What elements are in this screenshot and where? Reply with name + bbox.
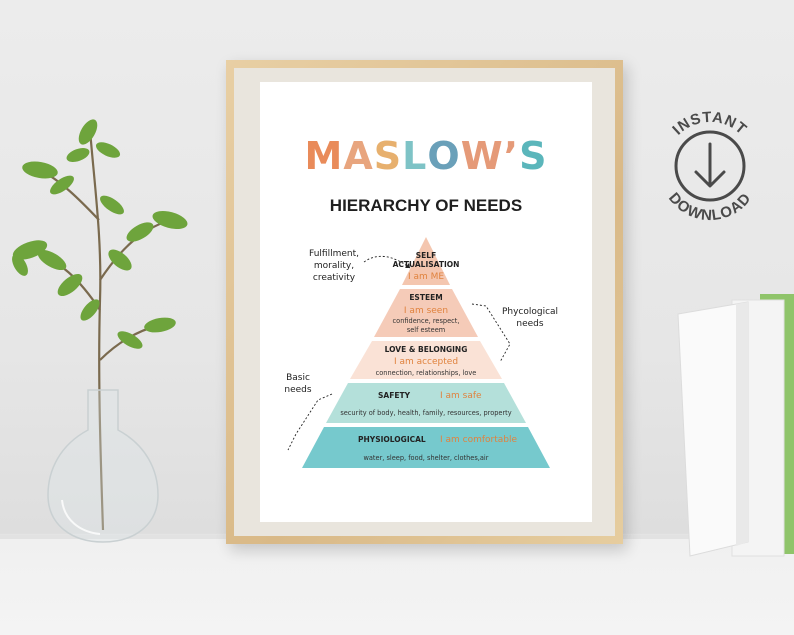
title-letter: S bbox=[373, 134, 403, 178]
pyramid-tier-esteem bbox=[374, 289, 478, 337]
title-letter: L bbox=[402, 134, 428, 178]
badge-top-text: INSTANT bbox=[669, 109, 750, 139]
poster-title: MASLOW’S bbox=[260, 134, 592, 178]
pyramid-diagram: SELF ACTUALISATION I am ME ESTEEM I am s… bbox=[284, 237, 558, 468]
level-name-physiological: PHYSIOLOGICAL bbox=[358, 435, 426, 444]
picture-frame: MASLOW’S HIERARCHY OF NEEDS SELF ACTUALI… bbox=[226, 60, 623, 544]
title-letter: W bbox=[460, 134, 504, 178]
level-affirmation-love-belonging: I am accepted bbox=[394, 357, 458, 367]
title-letter: O bbox=[427, 134, 461, 178]
pyramid-tier-love-belonging bbox=[350, 341, 502, 379]
level-name-esteem: ESTEEM bbox=[409, 293, 442, 302]
annotation-arrow-fulfillment bbox=[363, 255, 411, 269]
instant-download-badge: INSTANT DOWNLOAD bbox=[665, 109, 755, 225]
level-desc-love-belonging: connection, relationships, love bbox=[376, 369, 477, 377]
plant-in-vase bbox=[12, 119, 188, 543]
pyramid-tier-safety bbox=[326, 383, 526, 423]
annotation-fulfillment-3: creativity bbox=[313, 273, 356, 283]
pyramid-tier-physiological bbox=[302, 427, 550, 468]
annotation-psychological-1: Phycological bbox=[502, 307, 558, 317]
level-name-self-actualisation-2: ACTUALISATION bbox=[393, 260, 460, 269]
title-letter: ’ bbox=[503, 134, 520, 178]
badge-bottom-text: DOWNLOAD bbox=[665, 190, 755, 225]
level-affirmation-safety: I am safe bbox=[440, 391, 482, 401]
books bbox=[677, 294, 794, 557]
annotation-basic-1: Basic bbox=[286, 373, 310, 383]
level-desc-safety: security of body, health, family, resour… bbox=[340, 409, 511, 417]
level-desc-esteem-2: self esteem bbox=[407, 326, 445, 334]
level-affirmation-esteem: I am seen bbox=[404, 306, 448, 316]
badge-circle bbox=[674, 130, 746, 202]
level-affirmation-self-actualisation: I am ME bbox=[408, 272, 444, 282]
pyramid-tier-self-actualisation bbox=[402, 237, 450, 285]
annotation-fulfillment-1: Fulfillment, bbox=[309, 249, 359, 259]
frame-mat: MASLOW’S HIERARCHY OF NEEDS SELF ACTUALI… bbox=[234, 68, 615, 536]
download-arrow-icon bbox=[694, 142, 726, 188]
maslow-poster: MASLOW’S HIERARCHY OF NEEDS SELF ACTUALI… bbox=[260, 82, 592, 522]
level-desc-esteem-1: confidence, respect, bbox=[393, 317, 460, 325]
poster-subtitle: HIERARCHY OF NEEDS bbox=[329, 196, 523, 215]
level-affirmation-physiological: I am comfortable bbox=[440, 435, 518, 445]
book-spine-shadow bbox=[736, 302, 748, 546]
annotation-bracket-psychological bbox=[471, 303, 511, 363]
level-name-self-actualisation-1: SELF bbox=[416, 251, 436, 260]
title-letter: A bbox=[343, 134, 374, 178]
level-name-love-belonging: LOVE & BELONGING bbox=[385, 345, 468, 354]
arrowhead bbox=[405, 263, 410, 268]
annotation-psychological-2: needs bbox=[516, 319, 543, 329]
title-letter: S bbox=[519, 134, 548, 178]
annotation-basic-2: needs bbox=[284, 385, 311, 395]
annotation-bracket-basic bbox=[287, 393, 333, 451]
title-letter: M bbox=[304, 134, 344, 178]
annotation-fulfillment-2: morality, bbox=[314, 261, 354, 271]
level-desc-physiological: water, sleep, food, shelter, clothes,air bbox=[364, 454, 489, 462]
level-name-safety: SAFETY bbox=[378, 391, 411, 400]
